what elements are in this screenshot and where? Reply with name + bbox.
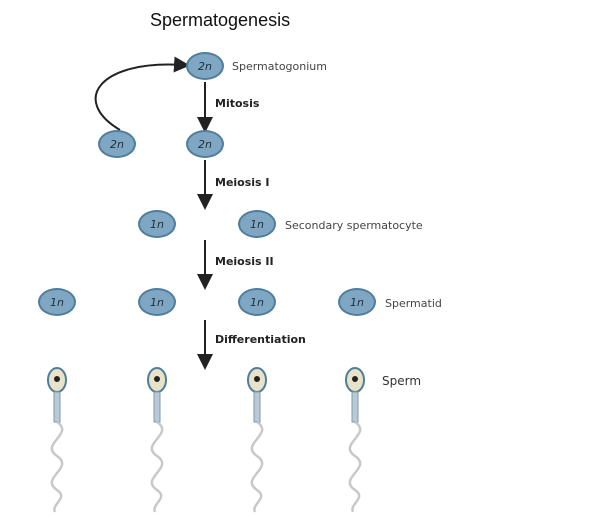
diagram-title: Spermatogenesis [150,10,291,30]
meiosis2-label: Meiosis II [215,255,274,268]
sperm-4 [345,367,365,513]
spermatid-cell-3: 1n [238,288,276,316]
mitosis-cell-right: 2n [186,130,224,158]
spermatogonium-label: Spermatogonium [232,60,327,73]
mitosis-label: Mitosis [215,97,260,110]
sperm-label: Sperm [382,374,422,388]
mitosis-cell-left: 2n [98,130,136,158]
sperm-3 [247,367,267,513]
spermatid-label: Spermatid [385,297,442,310]
spermatid-cell-4: 1n [338,288,376,316]
differentiation-label: Differentiation [215,333,306,346]
self-renewal-arrow [94,56,190,131]
spermatogonium-cell: 2n [186,52,224,80]
spermatid-cell-2: 1n [138,288,176,316]
spermatid-cell-1: 1n [38,288,76,316]
sperm-1 [47,367,67,513]
sperm-2 [147,367,167,513]
secondary-spermatocyte-cell-b: 1n [238,210,276,238]
meiosis1-label: Meiosis I [215,176,270,189]
secondary-spermatocyte-cell-a: 1n [138,210,176,238]
secondary-spermatocyte-label: Secondary spermatocyte [285,219,423,232]
